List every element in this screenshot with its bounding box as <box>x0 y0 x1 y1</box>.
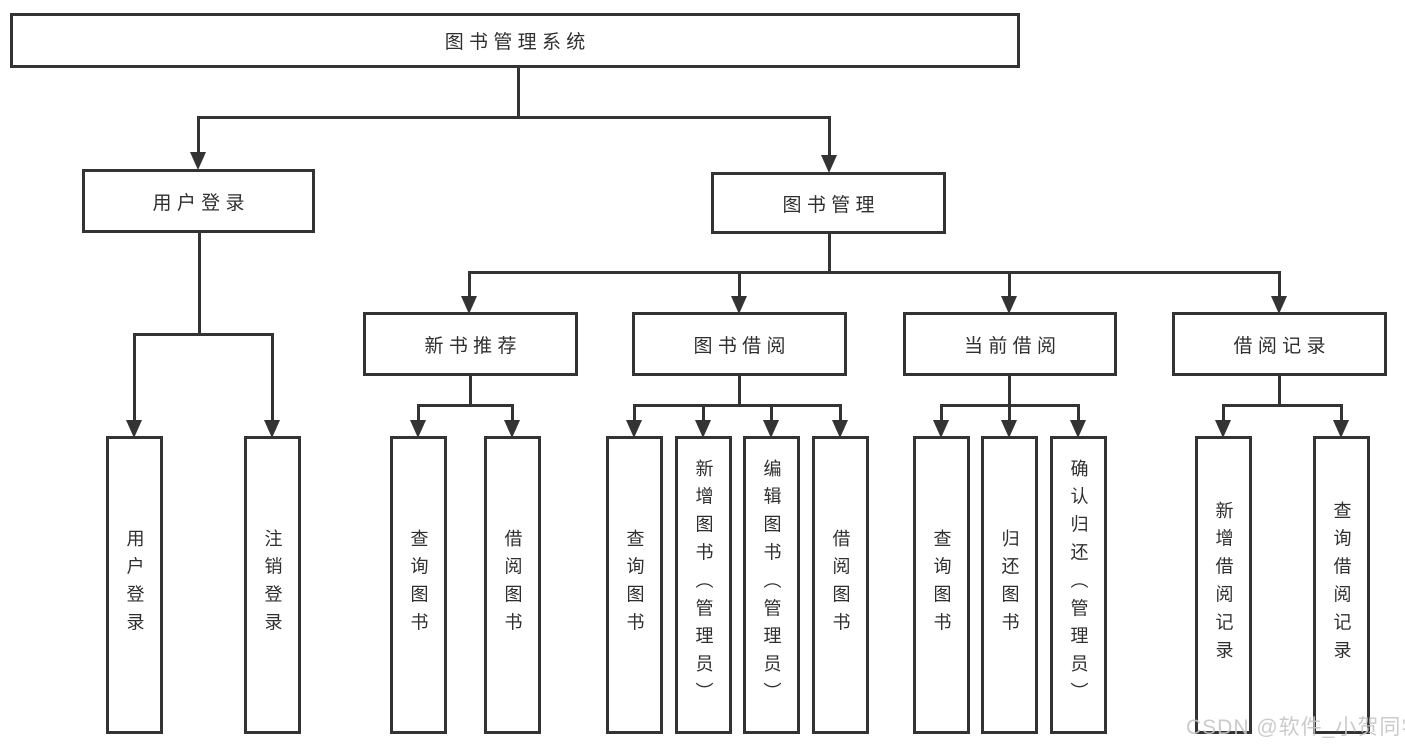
connector-stem <box>417 404 420 420</box>
node-library-management-system: 图书管理系统 <box>10 13 1020 68</box>
connector-branch-user-login <box>133 333 274 336</box>
arrow-down-icon <box>264 420 280 438</box>
node-label: 查询图书 <box>931 529 952 641</box>
connector-trunk-book-management <box>828 234 831 274</box>
node-borrow-records: 借阅记录 <box>1172 312 1387 376</box>
node-label: 查询图书 <box>624 529 645 641</box>
connector-stem-book-management <box>828 116 831 155</box>
arrow-down-icon <box>190 152 206 170</box>
connector-trunk-borrow-records <box>1278 376 1281 407</box>
connector-trunk-new-recommend <box>469 376 472 407</box>
connector-branch-level2 <box>197 116 831 119</box>
node-current-borrow: 当前借阅 <box>903 312 1117 376</box>
node-label: 新书推荐 <box>424 335 522 357</box>
node-label: 图书管理系统 <box>444 32 591 53</box>
connector-stem <box>1340 404 1343 420</box>
node-label: 借阅图书 <box>502 529 523 641</box>
node-label: 用户登录 <box>124 529 145 641</box>
node-leaf-return-book: 归还图书 <box>981 436 1038 734</box>
connector-trunk-book-borrow <box>738 376 741 407</box>
connector-stem <box>633 404 636 420</box>
node-leaf-borrow-books: 借阅图书 <box>812 436 869 734</box>
arrow-down-icon <box>1070 420 1086 438</box>
arrow-down-icon <box>1333 420 1349 438</box>
arrow-down-icon <box>1001 296 1017 314</box>
node-label: 归还图书 <box>999 529 1020 641</box>
arrow-down-icon <box>695 420 711 438</box>
node-label: 编辑图书（管理员） <box>761 459 782 711</box>
connector-trunk-user-login <box>198 233 201 336</box>
connector-stem <box>839 404 842 420</box>
node-label: 注销登录 <box>262 529 283 641</box>
node-label: 借阅记录 <box>1233 335 1331 357</box>
node-book-borrow: 图书借阅 <box>632 312 847 376</box>
node-label: 新增图书（管理员） <box>693 459 714 711</box>
node-leaf-query-borrow-record: 查询借阅记录 <box>1313 436 1370 734</box>
arrow-down-icon <box>821 155 837 173</box>
connector-stem-current-borrow <box>1008 271 1011 296</box>
connector-stem-book-borrow <box>738 271 741 296</box>
node-leaf-query-books-current: 查询图书 <box>913 436 970 734</box>
connector-stem <box>702 404 705 420</box>
arrow-down-icon <box>126 420 142 438</box>
arrow-down-icon <box>933 420 949 438</box>
node-leaf-add-borrow-record: 新增借阅记录 <box>1195 436 1252 734</box>
node-leaf-query-books-recommend: 查询图书 <box>390 436 447 734</box>
arrow-down-icon <box>410 420 426 438</box>
node-label: 当前借阅 <box>964 335 1062 357</box>
csdn-watermark: CSDN @软件_小贺同学 <box>1186 716 1405 739</box>
node-label: 用户登录 <box>152 192 250 214</box>
connector-stem <box>770 404 773 420</box>
arrow-down-icon <box>626 420 642 438</box>
node-leaf-edit-book-admin: 编辑图书（管理员） <box>743 436 800 734</box>
node-label: 查询借阅记录 <box>1331 501 1352 669</box>
arrow-down-icon <box>461 296 477 314</box>
node-new-book-recommend: 新书推荐 <box>363 312 578 376</box>
node-leaf-borrow-books-recommend: 借阅图书 <box>484 436 541 734</box>
arrow-down-icon <box>731 296 747 314</box>
node-label: 查询图书 <box>408 529 429 641</box>
arrow-down-icon <box>832 420 848 438</box>
connector-stem-login <box>133 333 136 420</box>
node-label: 图书借阅 <box>693 335 791 357</box>
connector-stem-new-recommend <box>468 271 471 296</box>
connector-branch-borrow-records <box>1222 404 1343 407</box>
arrow-down-icon <box>1215 420 1231 438</box>
node-leaf-confirm-return-admin: 确认归还（管理员） <box>1050 436 1107 734</box>
connector-trunk-current-borrow <box>1008 376 1011 407</box>
arrow-down-icon <box>1271 296 1287 314</box>
connector-stem-logout <box>271 333 274 420</box>
arrow-down-icon <box>763 420 779 438</box>
node-label: 图书管理 <box>782 194 880 216</box>
connector-stem <box>1077 404 1080 420</box>
node-leaf-query-books-borrow: 查询图书 <box>606 436 663 734</box>
connector-stem <box>1008 404 1011 420</box>
node-label: 确认归还（管理员） <box>1068 459 1089 711</box>
connector-branch-book-borrow <box>633 404 842 407</box>
connector-branch-new-recommend <box>417 404 514 407</box>
node-book-management: 图书管理 <box>711 172 946 234</box>
node-user-login: 用户登录 <box>82 169 315 233</box>
connector-branch-level3 <box>468 271 1281 274</box>
connector-stem <box>511 404 514 420</box>
node-leaf-logout: 注销登录 <box>244 436 301 734</box>
connector-stem-user-login <box>197 116 200 152</box>
arrow-down-icon <box>1001 420 1017 438</box>
node-leaf-add-book-admin: 新增图书（管理员） <box>675 436 732 734</box>
connector-stem <box>940 404 943 420</box>
connector-trunk-root <box>517 68 520 119</box>
arrow-down-icon <box>504 420 520 438</box>
node-leaf-user-login: 用户登录 <box>106 436 163 734</box>
connector-stem-borrow-records <box>1278 271 1281 296</box>
connector-stem <box>1222 404 1225 420</box>
node-label: 新增借阅记录 <box>1213 501 1234 669</box>
node-label: 借阅图书 <box>830 529 851 641</box>
